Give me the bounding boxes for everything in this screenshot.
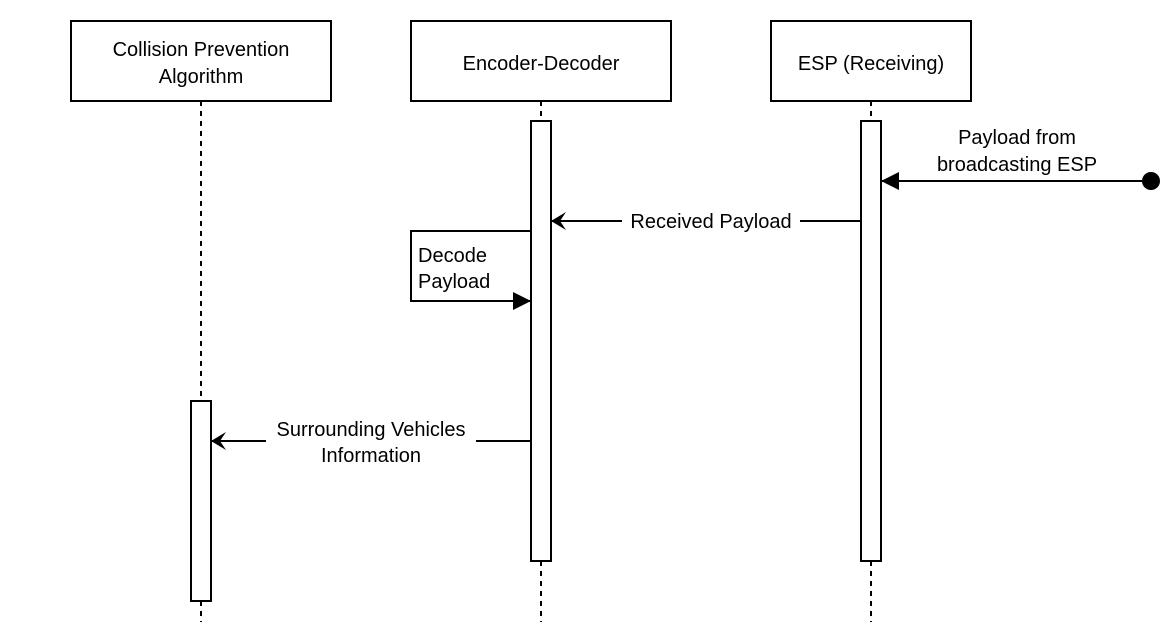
message-label-line-1: Decode xyxy=(418,245,487,267)
participant-label: Encoder-Decoder xyxy=(463,53,620,75)
participant-label-line-2: Algorithm xyxy=(159,66,243,88)
participant-esp-receiving[interactable]: ESP (Receiving) xyxy=(770,20,972,102)
participant-encoder-decoder[interactable]: Encoder-Decoder xyxy=(410,20,672,102)
participant-label: ESP (Receiving) xyxy=(798,53,944,75)
message-payload-from-broadcasting-esp[interactable]: Payload from broadcasting ESP xyxy=(881,127,1160,190)
participant-collision-prevention[interactable]: Collision Prevention Algorithm xyxy=(70,20,332,102)
message-received-payload[interactable]: Received Payload xyxy=(551,208,861,234)
message-label-line-2: broadcasting ESP xyxy=(937,154,1097,176)
activation-bar-esp-receiving[interactable] xyxy=(860,120,882,562)
participant-label-line-1: Collision Prevention xyxy=(113,39,290,61)
message-label-line-1: Payload from xyxy=(958,127,1076,149)
message-label-line-2: Payload xyxy=(418,271,490,293)
message-label: Received Payload xyxy=(630,211,791,233)
message-label-line-2: Information xyxy=(321,445,421,467)
message-surrounding-vehicles-information[interactable]: Surrounding Vehicles Information xyxy=(211,418,531,470)
activation-bar-encoder-decoder[interactable] xyxy=(530,120,552,562)
activation-bar-collision-prevention[interactable] xyxy=(190,400,212,602)
found-message-start-dot xyxy=(1142,172,1160,190)
message-label-line-1: Surrounding Vehicles xyxy=(276,419,465,441)
message-decode-payload[interactable]: Decode Payload xyxy=(410,230,531,310)
